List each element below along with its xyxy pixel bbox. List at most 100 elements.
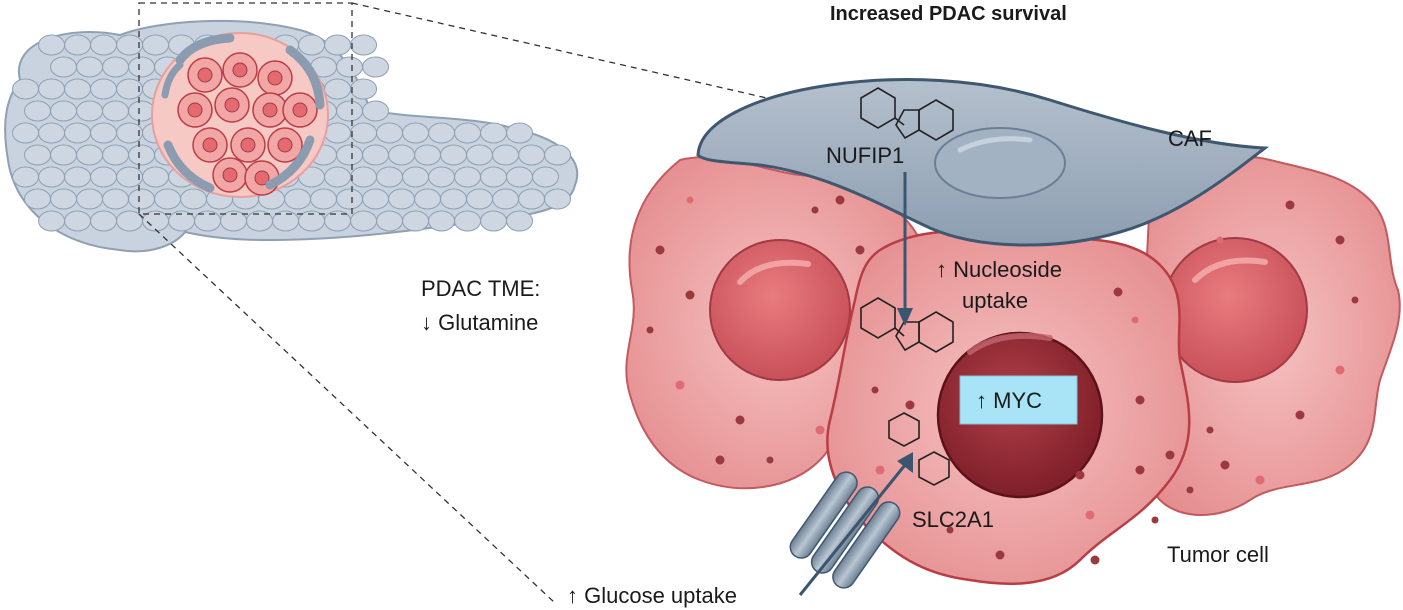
pancreas-lobule xyxy=(506,210,534,232)
pancreas-lobule xyxy=(440,144,468,166)
mini-tumor-nucleus xyxy=(254,170,270,186)
cytoplasm-dot xyxy=(1135,465,1145,475)
cytoplasm-dot xyxy=(1220,460,1230,470)
pancreas-lobule xyxy=(466,144,494,166)
pancreas-lobule xyxy=(350,122,378,144)
pancreas-lobule xyxy=(428,166,456,188)
nucleoside-label-line1: ↑ Nucleoside xyxy=(936,257,1062,282)
pancreas-lobule xyxy=(440,188,468,210)
arrows xyxy=(798,172,913,596)
cytoplasm-dot xyxy=(1216,236,1224,244)
slc2a1-channel xyxy=(789,471,901,589)
pancreas-lobule xyxy=(454,122,482,144)
pancreas-lobule xyxy=(388,188,416,210)
cytoplasm-dot xyxy=(1295,410,1305,420)
pancreas-lobule xyxy=(116,210,144,232)
cytoplasm-dot xyxy=(1351,296,1359,304)
pancreas-lobule xyxy=(102,188,130,210)
pancreas-lobule xyxy=(64,122,92,144)
pancreas-lobule xyxy=(336,56,364,78)
pancreas-lobule xyxy=(50,100,78,122)
pancreas-lobule xyxy=(76,144,104,166)
myc-label: ↑ MYC xyxy=(976,388,1042,413)
pancreas-lobule xyxy=(90,78,118,100)
cytoplasm-dot xyxy=(655,245,665,255)
tme-label-line1: PDAC TME: xyxy=(421,276,540,301)
tumor-cell-label: Tumor cell xyxy=(1167,542,1269,567)
pancreas-lobule xyxy=(128,144,156,166)
cytoplasm-dot xyxy=(835,195,845,205)
cytoplasm-dot xyxy=(675,380,685,390)
mini-tumor-nucleus xyxy=(197,67,213,83)
pancreas-lobule xyxy=(518,188,546,210)
pancreas-lobule xyxy=(180,188,208,210)
mini-tumor-nucleus xyxy=(277,137,293,153)
pancreas-lobule xyxy=(544,144,572,166)
cytoplasm-dot xyxy=(1206,426,1214,434)
cytoplasm-dot xyxy=(1085,510,1095,520)
nucleoside-molecule-cell xyxy=(860,297,954,353)
cytoplasm-dots xyxy=(646,195,1359,565)
tumor-mini-cells xyxy=(177,52,318,196)
cytoplasm-dot xyxy=(946,526,954,534)
cytoplasm-dot xyxy=(735,415,745,425)
pancreas-lobule xyxy=(376,210,404,232)
cytoplasm-dot xyxy=(875,465,885,475)
cytoplasm-dot xyxy=(1335,365,1345,375)
pancreas-lobule xyxy=(506,166,534,188)
zoom-line-bottom xyxy=(138,213,556,604)
pancreas-lobule xyxy=(64,34,92,56)
cytoplasm-dot xyxy=(811,206,819,214)
pancreas-lobule xyxy=(336,100,364,122)
pancreas-lobule xyxy=(76,100,104,122)
cytoplasm-dot xyxy=(715,455,725,465)
cytoplasm-dot xyxy=(686,196,694,204)
pancreas-lobule xyxy=(90,122,118,144)
pancreas-lobule xyxy=(50,144,78,166)
pancreas-lobule xyxy=(102,144,130,166)
mini-tumor-nucleus xyxy=(232,62,248,78)
nufip1-label: NUFIP1 xyxy=(826,143,904,168)
pancreas-lobule xyxy=(76,188,104,210)
pancreas-lobule xyxy=(64,78,92,100)
pancreas-lobule xyxy=(128,188,156,210)
cytoplasm-dot xyxy=(1165,450,1175,460)
cytoplasm-dot xyxy=(766,456,774,464)
pancreas-lobule xyxy=(324,78,352,100)
pancreas-lobule xyxy=(310,188,338,210)
cytoplasm-dot xyxy=(855,245,865,255)
pancreas-lobule xyxy=(64,210,92,232)
pancreas-lobule xyxy=(544,188,572,210)
pancreas-lobule xyxy=(492,188,520,210)
pancreas-lobule xyxy=(24,144,52,166)
cytoplasm-dot xyxy=(815,425,825,435)
pancreas-lobule xyxy=(50,56,78,78)
pancreas-lobule xyxy=(362,100,390,122)
pancreas-lobule xyxy=(454,210,482,232)
pancreas-lobule xyxy=(336,188,364,210)
pancreas-lobule xyxy=(454,166,482,188)
pancreas-lobule xyxy=(388,144,416,166)
nucleoside-molecule-caf xyxy=(860,87,954,141)
cytoplasm-dot xyxy=(905,400,915,410)
cytoplasm-dot xyxy=(1186,486,1194,494)
tme-label-line2: ↓ Glutamine xyxy=(421,310,538,335)
pancreas-lobule xyxy=(350,166,378,188)
pancreas-lobule xyxy=(24,100,52,122)
pancreas-lobule xyxy=(324,122,352,144)
pancreas-lobule xyxy=(428,210,456,232)
pancreas-lobule xyxy=(362,188,390,210)
pancreas-lobule xyxy=(154,188,182,210)
glucose-arrow xyxy=(798,464,907,596)
mini-tumor-nucleus xyxy=(292,102,308,118)
pancreas-lobule xyxy=(102,56,130,78)
cytoplasm-dot xyxy=(1090,555,1100,565)
pancreas-lobule xyxy=(142,166,170,188)
mini-tumor-nucleus xyxy=(202,137,218,153)
figure-title: Increased PDAC survival xyxy=(830,3,1067,25)
pancreas-lobule xyxy=(38,210,66,232)
pancreas-lobule xyxy=(350,34,378,56)
pancreas-lobule xyxy=(90,210,118,232)
tumor-cluster xyxy=(151,32,329,198)
